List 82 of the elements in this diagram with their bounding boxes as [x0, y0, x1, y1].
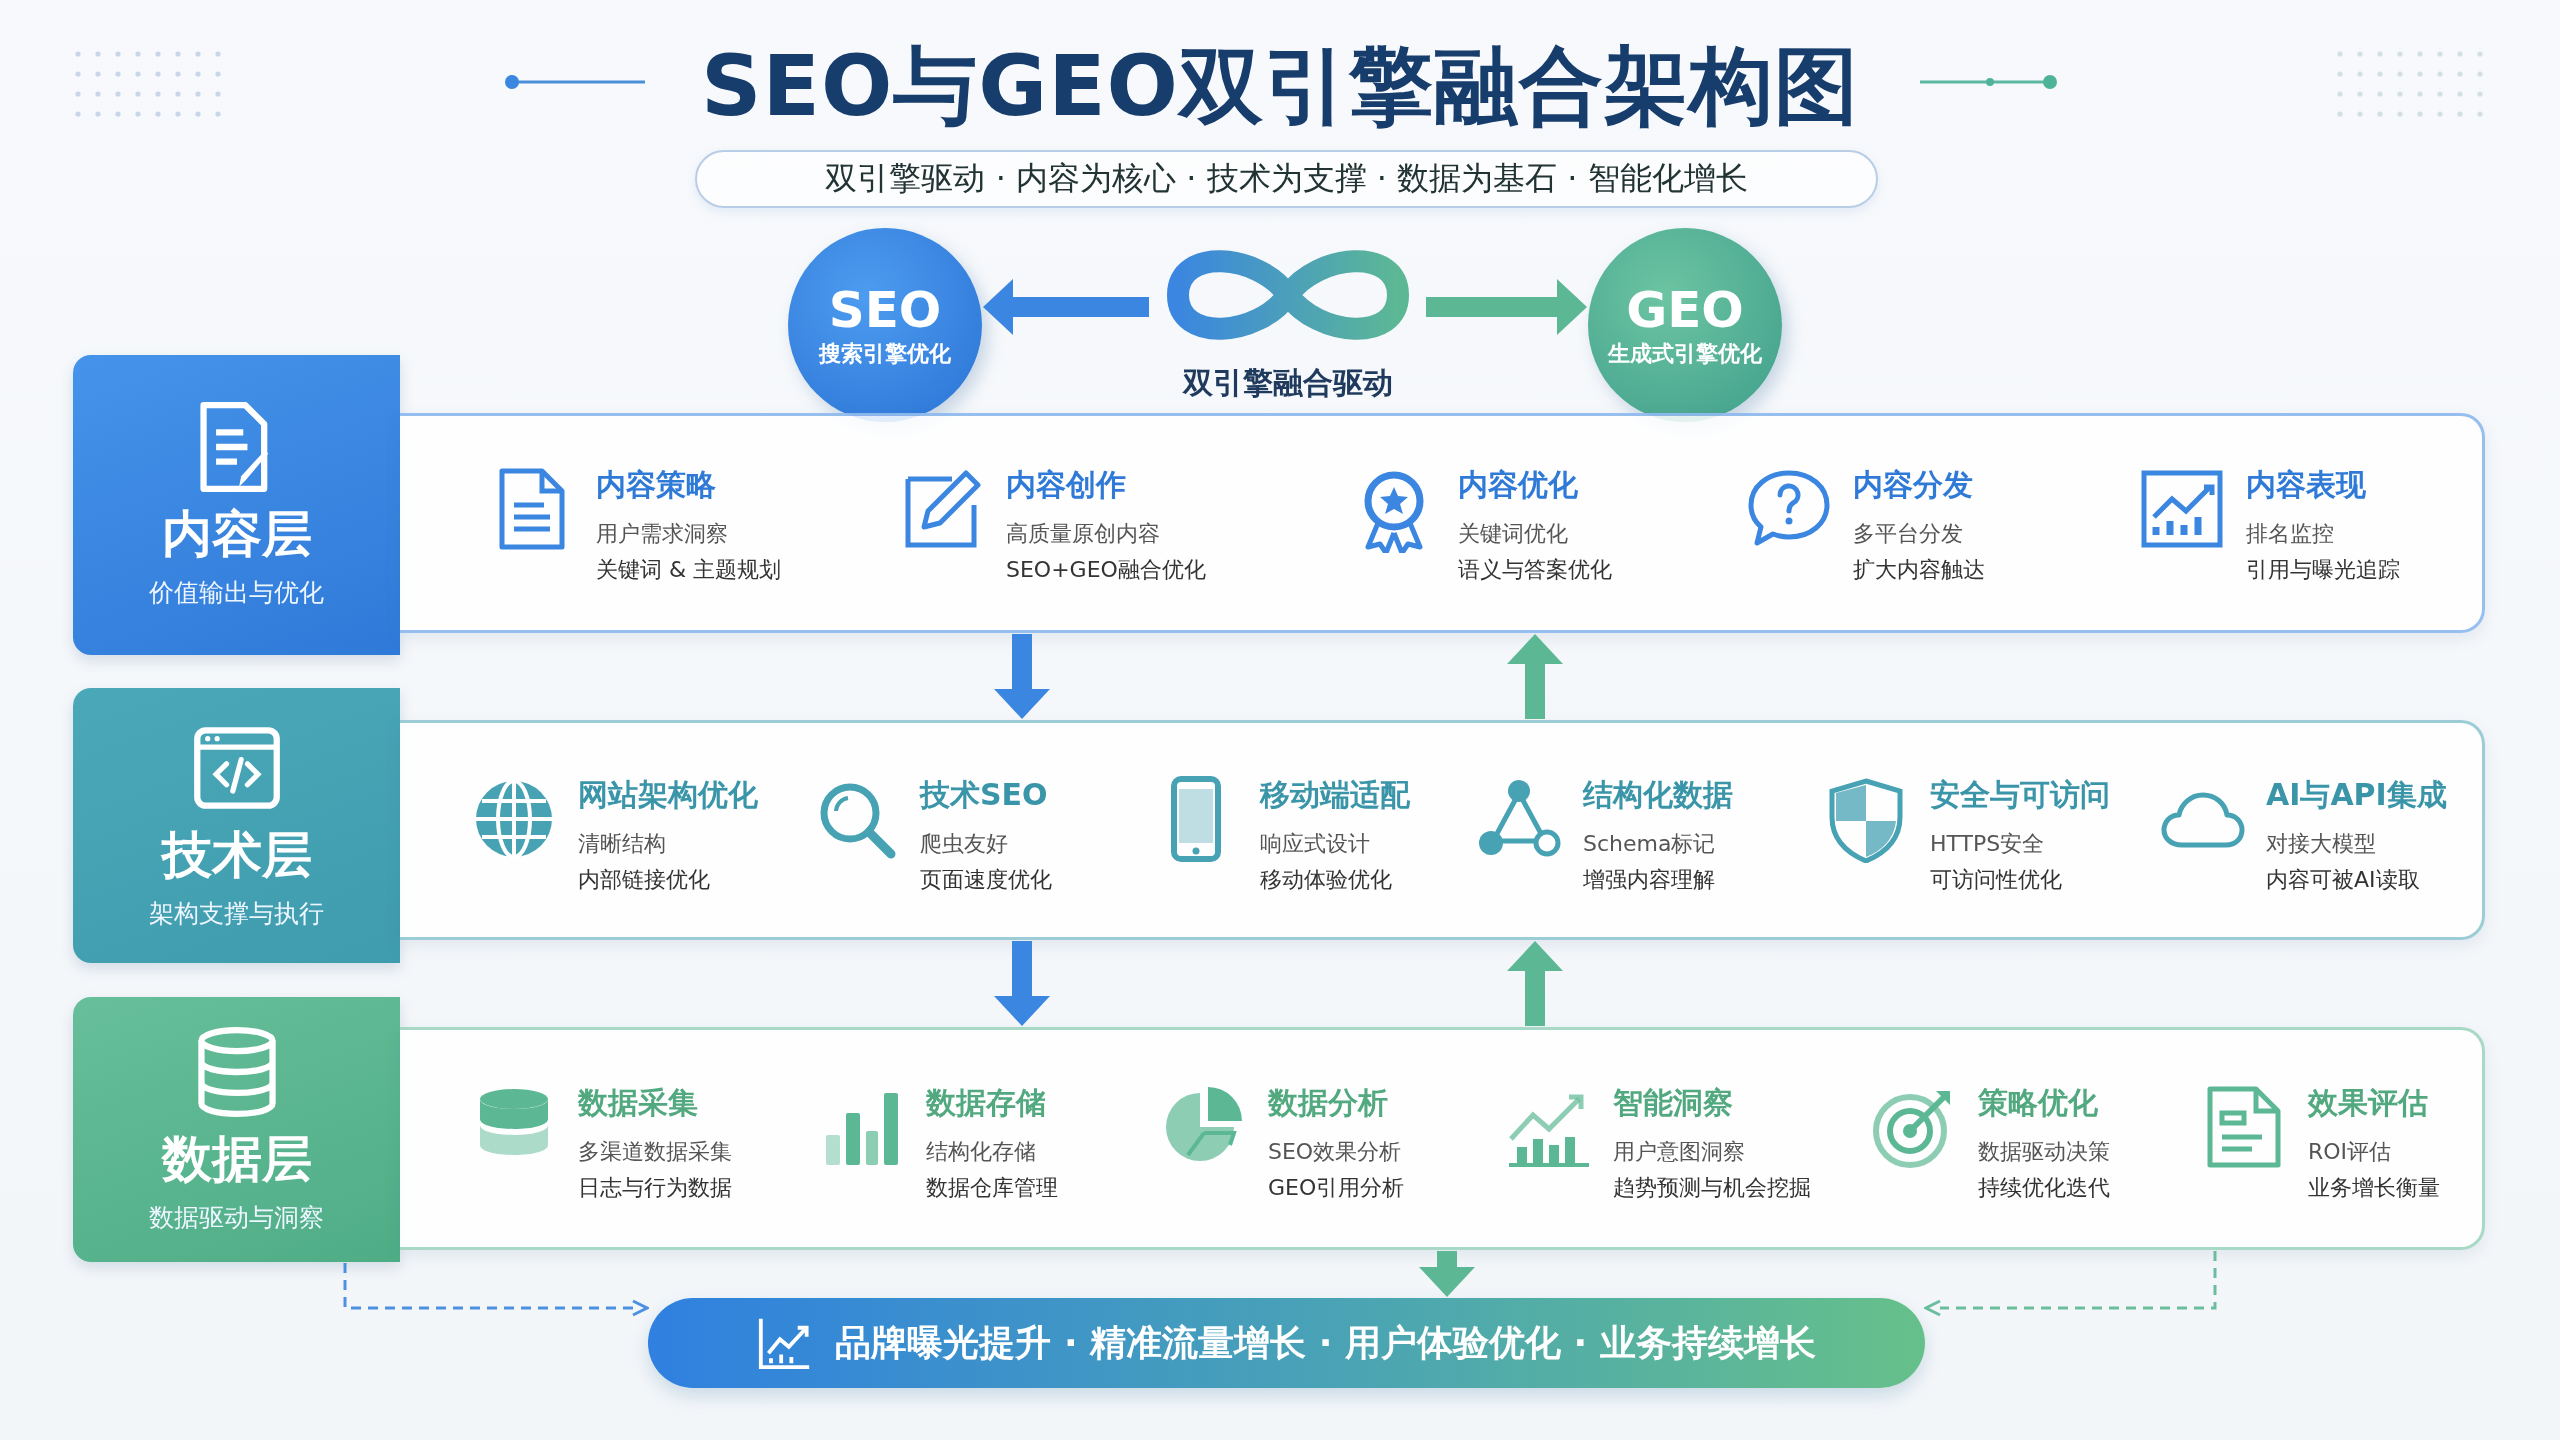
layer-subtitle: 价值输出与优化	[149, 577, 324, 609]
feature-description: 内部链接优化	[578, 866, 711, 894]
feature-description: 多渠道数据采集	[578, 1138, 732, 1166]
feature-description: 高质量原创内容	[1006, 520, 1161, 548]
feature-description: 数据驱动决策	[1978, 1138, 2110, 1166]
feature-description: 持续优化迭代	[1978, 1174, 2110, 1202]
banner-text: 品牌曝光提升 · 精准流量增长 · 用户体验优化 · 业务持续增长	[835, 1320, 1816, 1365]
feature-title: 效果评估	[2308, 1084, 2429, 1122]
feature-title: 智能洞察	[1613, 1084, 1734, 1122]
arrow	[1419, 1251, 1475, 1297]
arrow	[1507, 941, 1563, 1026]
dashed-arrow	[1924, 1251, 2217, 1317]
diagram-title: SEO与GEO双引擎融合架构图	[701, 36, 1860, 137]
feature-description: 多平台分发	[1853, 520, 1964, 548]
feature-description: 业务增长衡量	[2308, 1174, 2440, 1202]
feature-description: 关键词 & 主题规划	[596, 556, 782, 584]
layer-tab	[73, 355, 400, 655]
circle-subtitle: 搜索引擎优化	[819, 340, 951, 368]
feature-description: 趋势预测与机会挖掘	[1613, 1174, 1811, 1202]
feature-title: 安全与可访问	[1930, 776, 2110, 814]
feature-title: 内容分发	[1853, 466, 1974, 504]
feature-description: 页面速度优化	[920, 866, 1052, 894]
dashed-arrow	[343, 1263, 649, 1317]
layer-tab	[73, 688, 400, 963]
layer-panel	[400, 1027, 2485, 1250]
feature-description: 增强内容理解	[1583, 866, 1716, 894]
layer-title: 数据层	[161, 1128, 312, 1190]
feature-description: 用户意图洞察	[1613, 1138, 1746, 1166]
layer-subtitle: 架构支撑与执行	[149, 897, 324, 930]
outcome-banner	[648, 1298, 1925, 1388]
feature-description: 扩大内容触达	[1853, 556, 1985, 584]
feature-title: 数据存储	[926, 1084, 1047, 1122]
feature-title: 策略优化	[1978, 1084, 2099, 1122]
feature-title: 内容创作	[1006, 466, 1127, 504]
arrow	[994, 941, 1050, 1026]
feature-description: 用户需求洞察	[596, 520, 729, 548]
feature-description: 对接大模型	[2266, 830, 2377, 858]
feature-description: GEO引用分析	[1268, 1174, 1405, 1202]
feature-title: AI与API集成	[2266, 776, 2447, 814]
arrow	[1507, 634, 1563, 719]
feature-description: 内容可被AI读取	[2266, 866, 2421, 894]
circle-title: SEO	[828, 281, 942, 339]
feature-title: 网站架构优化	[578, 776, 758, 814]
engine-caption: 双引擎融合驱动	[1182, 364, 1393, 402]
feature-description: HTTPS安全	[1930, 830, 2046, 858]
layer-panel	[400, 413, 2485, 633]
feature-title: 结构化数据	[1583, 776, 1733, 814]
feature-title: 技术SEO	[920, 776, 1049, 814]
arrow	[1426, 279, 1587, 335]
layer-panel	[400, 720, 2485, 940]
feature-title: 数据分析	[1268, 1084, 1389, 1122]
feature-description: SEO效果分析	[1268, 1138, 1403, 1166]
feature-description: 结构化存储	[926, 1138, 1037, 1166]
feature-description: 数据仓库管理	[926, 1174, 1058, 1202]
feature-description: SEO+GEO融合优化	[1006, 556, 1206, 584]
arrow	[994, 634, 1050, 719]
feature-description: 语义与答案优化	[1458, 556, 1612, 584]
feature-description: 可访问性优化	[1930, 866, 2063, 894]
arrow	[983, 279, 1149, 335]
feature-description: 响应式设计	[1260, 830, 1371, 858]
feature-description: 日志与行为数据	[578, 1174, 732, 1202]
layer-title: 技术层	[161, 824, 312, 886]
feature-title: 内容策略	[596, 466, 717, 504]
feature-description: ROI评估	[2308, 1138, 2393, 1166]
feature-description: 排名监控	[2246, 520, 2335, 548]
feature-description: 关键词优化	[1458, 520, 1569, 548]
circle-title: GEO	[1626, 281, 1744, 339]
feature-description: 移动体验优化	[1260, 866, 1393, 894]
subtitle-text: 双引擎驱动 · 内容为核心 · 技术为支撑 · 数据为基石 · 智能化增长	[825, 158, 1748, 199]
layer-tab	[73, 997, 400, 1262]
subtitle-pill	[695, 150, 1878, 208]
feature-title: 数据采集	[578, 1084, 699, 1122]
feature-title: 移动端适配	[1260, 776, 1410, 814]
layer-title: 内容层	[161, 504, 312, 565]
feature-description: Schema标记	[1583, 830, 1717, 858]
layer-subtitle: 数据驱动与洞察	[149, 1201, 324, 1234]
feature-description: 爬虫友好	[920, 830, 1009, 858]
feature-title: 内容表现	[2246, 466, 2367, 504]
feature-description: 清晰结构	[578, 830, 667, 858]
feature-description: 引用与曝光追踪	[2246, 556, 2400, 584]
feature-title: 内容优化	[1458, 466, 1579, 504]
circle-subtitle: 生成式引擎优化	[1608, 340, 1762, 368]
